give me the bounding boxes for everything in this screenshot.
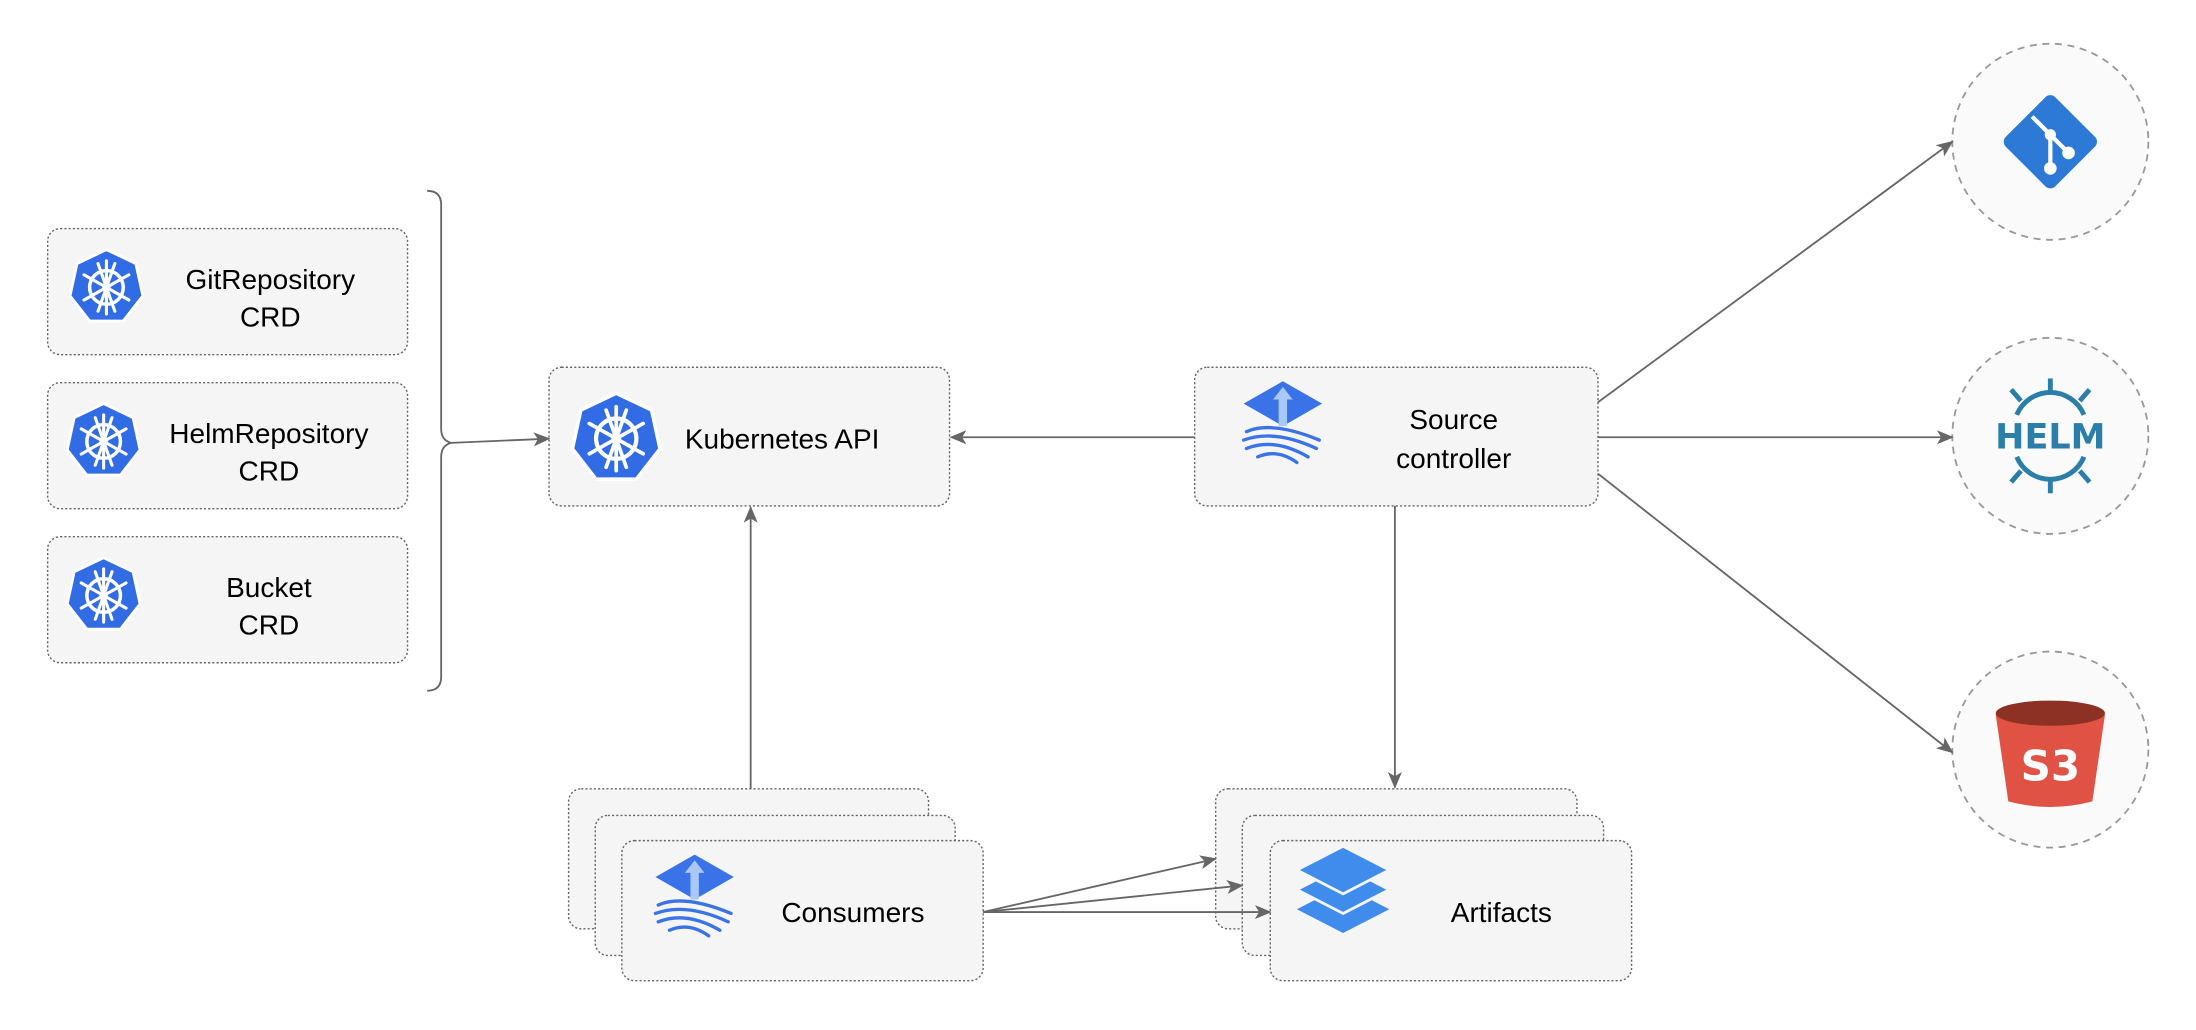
consumers-node[interactable]: Consumers xyxy=(567,788,984,982)
node-label: CRD xyxy=(239,610,300,641)
helm-icon: HELM xyxy=(1995,378,2106,494)
node-label: controller xyxy=(1396,443,1511,474)
kubernetes-api-node[interactable]: Kubernetes API xyxy=(548,366,951,507)
node-label: Bucket xyxy=(226,572,312,603)
s3-bucket-icon: S3 xyxy=(1995,700,2105,808)
edge-consumers-to-artifacts xyxy=(983,880,1244,913)
source-controller-node[interactable]: Source controller xyxy=(1193,366,1599,507)
node-label: CRD xyxy=(240,302,301,333)
kubernetes-icon xyxy=(68,247,145,323)
git-icon xyxy=(2003,95,2097,189)
helm-source-node[interactable]: HELM xyxy=(1951,336,2150,535)
artifacts-node[interactable]: Artifacts xyxy=(1214,788,1633,982)
edge-crds-to-kube-api xyxy=(450,432,551,447)
bucket-crd-node[interactable]: Bucket CRD xyxy=(46,536,409,664)
edge-source-to-s3 xyxy=(1597,472,1954,754)
node-label: Consumers xyxy=(781,897,924,928)
node-label: CRD xyxy=(239,456,300,487)
helm-logo-text: HELM xyxy=(1995,417,2105,457)
node-label: Artifacts xyxy=(1451,897,1552,928)
kubernetes-icon xyxy=(65,555,142,631)
git-source-node[interactable] xyxy=(1951,42,2150,241)
node-label: GitRepository xyxy=(185,264,355,295)
edge-consumers-to-artifacts xyxy=(982,855,1218,913)
crd-group-brace xyxy=(427,189,455,692)
kubernetes-icon xyxy=(65,401,142,477)
node-label: HelmRepository xyxy=(169,418,368,449)
helm-repository-crd-node[interactable]: HelmRepository CRD xyxy=(46,381,409,510)
node-label: Kubernetes API xyxy=(685,423,880,454)
kubernetes-icon xyxy=(573,393,660,479)
git-repository-crd-node[interactable]: GitRepository CRD xyxy=(46,227,409,356)
edges xyxy=(450,140,1954,920)
s3-source-node[interactable]: S3 xyxy=(1951,650,2150,849)
edge-source-to-git xyxy=(1597,140,1954,403)
node-label: Source xyxy=(1409,404,1498,435)
s3-logo-text: S3 xyxy=(2021,741,2080,790)
